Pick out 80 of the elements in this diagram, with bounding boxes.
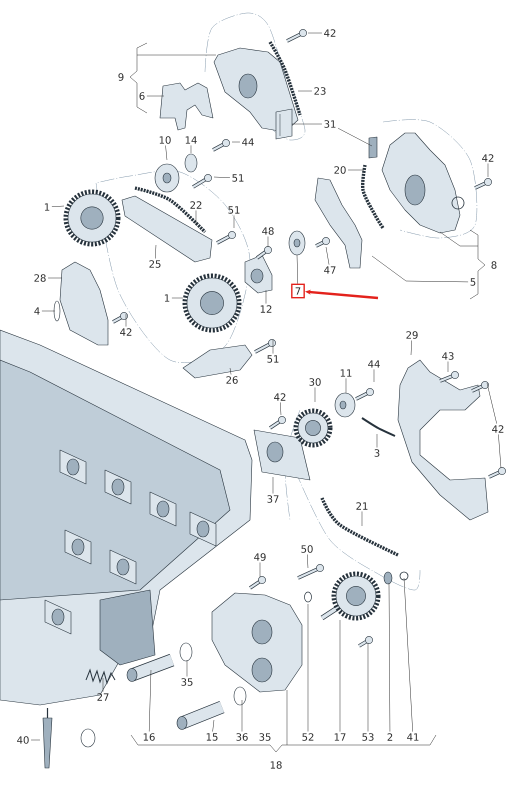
callout-number: 47 <box>324 266 336 274</box>
leader-line <box>42 310 56 312</box>
callout-number: 22 <box>190 201 202 209</box>
callout-number: 18 <box>270 761 282 769</box>
leader-line <box>376 434 378 448</box>
callout-number: 7 <box>291 284 305 298</box>
leader-line <box>186 660 188 677</box>
leader-line <box>214 176 230 178</box>
callout-number: 51 <box>267 355 278 363</box>
callout-number: 31 <box>324 120 336 128</box>
leader-line <box>372 256 468 282</box>
callout-number: 52 <box>302 733 314 741</box>
callout-number: 49 <box>254 553 266 561</box>
callout-number: 23 <box>314 87 326 95</box>
leader-line <box>388 582 390 732</box>
callout-number: 40 <box>17 736 29 744</box>
callout-number: 42 <box>482 154 494 162</box>
leader-line <box>326 246 330 265</box>
leader-line <box>155 244 156 259</box>
callout-number: 1 <box>44 203 50 211</box>
callout-number: 41 <box>407 733 418 741</box>
leader-line <box>410 340 412 356</box>
callout-number: 51 <box>228 206 240 214</box>
leader-line <box>272 340 274 354</box>
callout-number: 42 <box>492 425 504 433</box>
leader-line <box>190 145 192 154</box>
callout-number: 6 <box>140 92 145 100</box>
callout-number: 44 <box>368 360 380 368</box>
leader-line <box>280 402 282 416</box>
callout-number: 35 <box>181 678 192 686</box>
callout-number: 4 <box>34 307 40 315</box>
callout-number: 48 <box>262 227 274 235</box>
leader-line <box>52 206 64 207</box>
callout-number: 44 <box>242 138 254 146</box>
callout-number: 3 <box>374 449 380 457</box>
callout-number: 5 <box>470 278 476 286</box>
callout-number: 1 <box>164 294 170 302</box>
leader-line <box>308 32 322 34</box>
callout-number: 8 <box>491 261 496 269</box>
callout-number: 25 <box>149 260 160 268</box>
callout-number: 14 <box>186 136 197 144</box>
callout-number: 2 <box>388 733 392 741</box>
callout-number: 9 <box>118 73 124 81</box>
callout-number: 51 <box>232 174 244 182</box>
leader-line <box>165 145 168 160</box>
leader-line <box>314 387 316 402</box>
callout-number: 16 <box>144 733 155 741</box>
callout-number: 42 <box>324 29 336 37</box>
leader-line <box>298 90 312 92</box>
callout-number: 50 <box>301 545 313 553</box>
leader-line <box>307 554 308 568</box>
leader-line <box>230 368 232 375</box>
callout-number: 27 <box>97 693 108 701</box>
callout-number: 26 <box>226 376 238 384</box>
leader-line <box>272 476 274 494</box>
callout-number: 36 <box>236 733 248 741</box>
callout-number: 15 <box>206 733 218 741</box>
callout-number: 30 <box>309 378 321 386</box>
leader-line <box>296 254 298 284</box>
leader-line <box>338 128 372 146</box>
callout-number: 28 <box>34 274 46 282</box>
leader-line <box>212 720 214 732</box>
callout-number: 17 <box>334 733 346 741</box>
leader-line <box>102 678 104 692</box>
callout-number: 10 <box>160 136 171 144</box>
leader-line <box>486 382 497 424</box>
callout-number: 42 <box>274 393 286 401</box>
callout-number: 35 <box>259 733 270 741</box>
callout-number: 20 <box>334 166 346 174</box>
leader-line <box>148 670 152 732</box>
callout-number: 43 <box>442 352 454 360</box>
leader-line <box>498 434 502 468</box>
callout-number: 37 <box>267 495 278 503</box>
callout-number: 42 <box>120 328 132 336</box>
callout-number: 53 <box>362 733 374 741</box>
callout-number: 12 <box>260 305 272 313</box>
callout-number: 29 <box>406 331 418 339</box>
callout-number: 21 <box>356 502 368 510</box>
leader-line <box>404 578 413 732</box>
callout-number: 11 <box>340 369 352 377</box>
